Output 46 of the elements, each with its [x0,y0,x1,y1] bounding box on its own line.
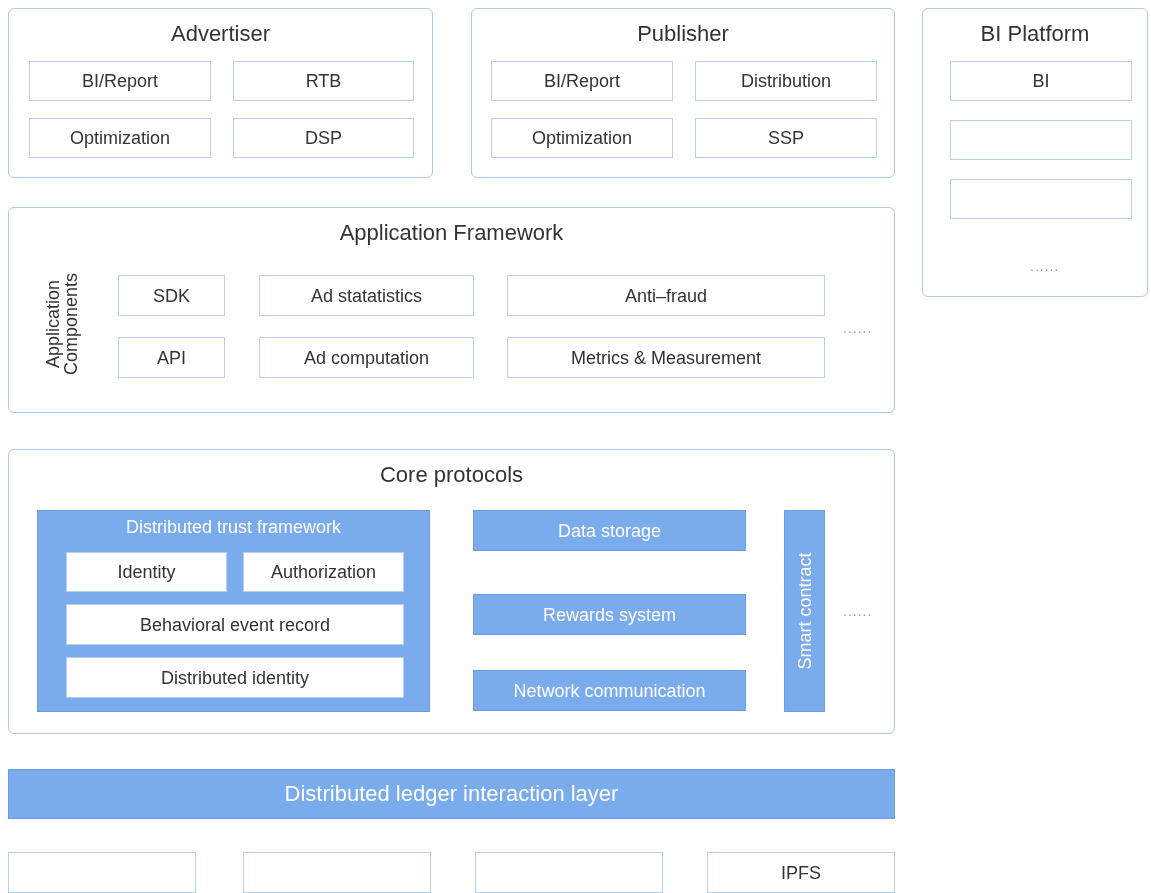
component-box: Ad computation [259,337,474,378]
panel-title: Core protocols [378,462,525,488]
panel-title: Distributed trust framework [124,517,343,538]
component-box: RTB [233,61,414,101]
panel-title: BI Platform [979,21,1091,47]
component-box: API [118,337,225,378]
layer-panel [8,207,895,413]
component-box: SDK [118,275,225,316]
component-box [950,179,1132,219]
component-box: Metrics & Measurement [507,337,825,378]
layer-panel [922,8,1148,297]
module-box: Smart contract [784,510,825,712]
component-box: Authorization [243,552,404,592]
component-box [475,852,663,893]
component-box: DSP [233,118,414,158]
component-box: Ad statatistics [259,275,474,316]
component-box [950,120,1132,160]
component-box: Distribution [695,61,877,101]
component-box [8,852,196,893]
layer-bar: Distributed ledger interaction layer [8,769,895,819]
ellipsis-note: ...... [1030,258,1060,274]
layer-panel [8,8,433,178]
component-box: SSP [695,118,877,158]
module-box: Rewards system [473,594,746,635]
module-box: Data storage [473,510,746,551]
component-box: IPFS [707,852,895,893]
component-box [243,852,431,893]
component-box: Distributed identity [66,657,404,698]
component-box: Behavioral event record [66,604,404,645]
component-box: BI/Report [491,61,673,101]
component-box: BI/Report [29,61,211,101]
side-label: Application Components [44,271,80,378]
panel-title: Advertiser [169,21,271,47]
component-box: BI [950,61,1132,101]
panel-title: Application Framework [338,220,565,246]
panel-title: Publisher [636,21,730,47]
module-panel [37,510,430,712]
ellipsis-note: ...... [843,603,873,619]
layer-panel [8,449,895,734]
ellipsis-note: ...... [843,320,873,336]
component-box: Optimization [29,118,211,158]
component-box: Anti–fraud [507,275,825,316]
component-box: Optimization [491,118,673,158]
module-box: Network communication [473,670,746,711]
component-box: Identity [66,552,227,592]
layer-panel [471,8,895,178]
